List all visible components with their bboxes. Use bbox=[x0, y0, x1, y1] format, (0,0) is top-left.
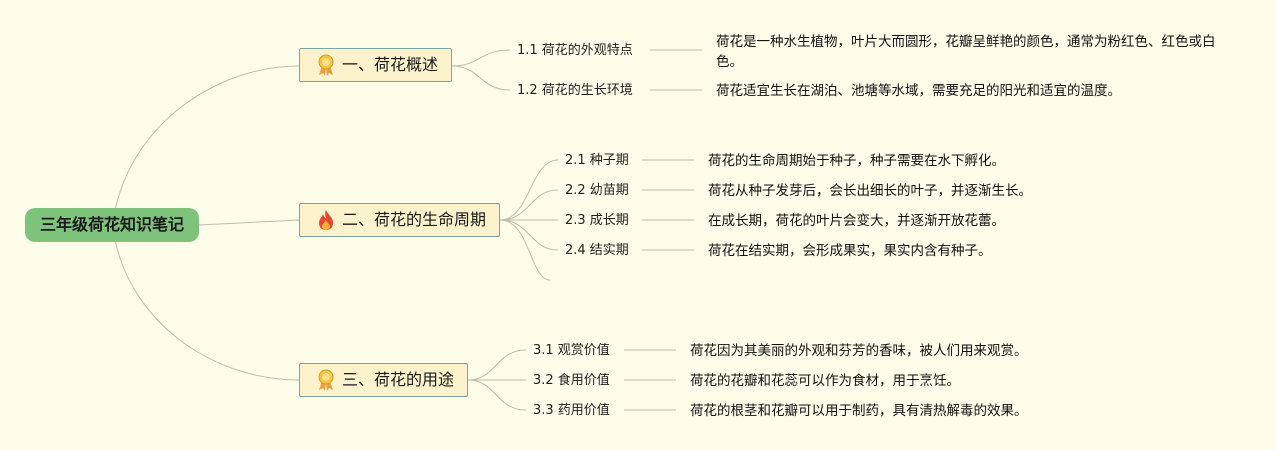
desc-1-2: 荷花适宜生长在湖泊、池塘等水域，需要充足的阳光和适宜的温度。 bbox=[716, 83, 1121, 99]
link-root-branch-2 bbox=[198, 219, 300, 226]
root-node[interactable]: 三年级荷花知识笔记 bbox=[25, 208, 199, 242]
desc-3-1: 荷花因为其美丽的外观和芬芳的香味，被人们用来观赏。 bbox=[690, 343, 1028, 359]
node-2-2[interactable]: 2.2 幼苗期 bbox=[565, 183, 629, 198]
node-2-3[interactable]: 2.3 成长期 bbox=[565, 213, 629, 228]
desc-2-1: 荷花的生命周期始于种子，种子需要在水下孵化。 bbox=[708, 153, 1005, 169]
desc-1-1: 荷花是一种水生植物，叶片大而圆形，花瓣呈鲜艳的颜色，通常为粉红色、红色或白色。 bbox=[716, 34, 1216, 70]
link-root-branch-1 bbox=[114, 65, 300, 211]
desc-2-3: 在成长期，荷花的叶片会变大，并逐渐开放花蕾。 bbox=[708, 213, 1005, 229]
desc-2-4: 荷花在结实期，会形成果实，果实内含有种子。 bbox=[708, 243, 992, 259]
branch-label: 一、荷花概述 bbox=[342, 55, 439, 74]
link-b2-c1 bbox=[499, 159, 559, 221]
branch-label: 三、荷花的用途 bbox=[342, 370, 455, 389]
node-3-2[interactable]: 3.2 食用价值 bbox=[533, 373, 610, 388]
node-1-2[interactable]: 1.2 荷花的生长环境 bbox=[517, 83, 633, 98]
link-b2-c4 bbox=[499, 219, 559, 251]
node-2-1[interactable]: 2.1 种子期 bbox=[565, 153, 629, 168]
link-b3-c3 bbox=[467, 379, 527, 411]
node-3-1[interactable]: 3.1 观赏价值 bbox=[533, 343, 610, 358]
desc-3-2: 荷花的花瓣和花蕊可以作为食材，用于烹饪。 bbox=[690, 373, 960, 389]
desc-2-2: 荷花从种子发芽后，会长出细长的叶子，并逐渐生长。 bbox=[708, 183, 1032, 199]
node-1-1[interactable]: 1.1 荷花的外观特点 bbox=[517, 43, 633, 58]
branch-node-uses[interactable]: 三、荷花的用途 bbox=[299, 363, 468, 397]
link-root-branch-3 bbox=[114, 239, 300, 381]
link-b1-c2 bbox=[451, 65, 511, 91]
link-b2-c5 bbox=[499, 219, 551, 281]
link-b1-c1 bbox=[451, 49, 511, 67]
ribbon-badge-icon bbox=[318, 54, 334, 76]
branch-label: 二、荷花的生命周期 bbox=[342, 210, 487, 229]
node-2-4[interactable]: 2.4 结实期 bbox=[565, 243, 629, 258]
link-b2-c2 bbox=[499, 189, 559, 221]
ribbon-badge-icon bbox=[318, 369, 334, 391]
branch-node-life-cycle[interactable]: 二、荷花的生命周期 bbox=[299, 203, 500, 237]
branch-node-overview[interactable]: 一、荷花概述 bbox=[299, 48, 452, 82]
fire-icon bbox=[319, 210, 333, 230]
node-3-3[interactable]: 3.3 药用价值 bbox=[533, 403, 610, 418]
desc-3-3: 荷花的根茎和花瓣可以用于制药，具有清热解毒的效果。 bbox=[690, 403, 1028, 419]
link-b3-c1 bbox=[467, 349, 527, 381]
